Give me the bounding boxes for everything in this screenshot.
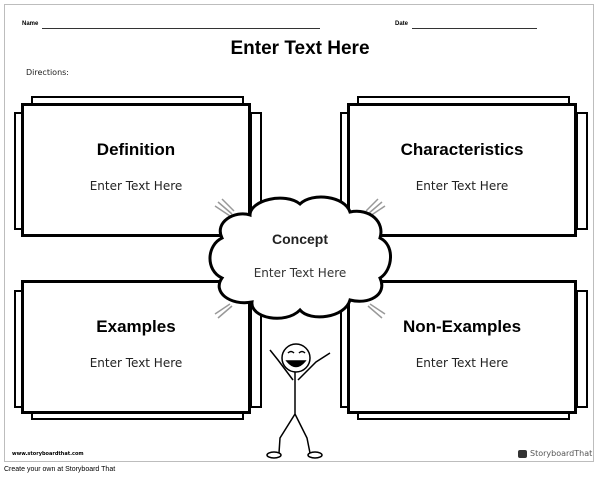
concept-text[interactable]: Enter Text Here [253,266,347,280]
footer-url[interactable]: www.storyboardthat.com [12,451,84,457]
name-line[interactable] [42,28,320,29]
box-heading: Characteristics [400,140,524,159]
logo-icon [518,449,527,458]
date-line[interactable] [412,28,537,29]
storyboardthat-logo[interactable]: StoryboardThat [518,449,592,458]
date-label: Date [395,21,409,27]
logo-text: StoryboardThat [530,449,593,458]
stick-figure-icon [266,343,331,459]
box-heading: Definition [96,140,176,159]
box-heading: Examples [96,317,176,336]
name-label: Name [22,21,39,27]
burst-lines-icon [214,198,386,319]
box-text[interactable]: Enter Text Here [89,356,183,370]
directions-label[interactable]: Directions: [26,68,70,77]
box-text[interactable]: Enter Text Here [415,179,509,193]
box-text[interactable]: Enter Text Here [89,179,183,193]
box-text[interactable]: Enter Text Here [415,356,509,370]
concept-heading: Concept [272,231,328,247]
box-side-plate [576,112,588,230]
footer-caption[interactable]: Create your own at Storyboard That [4,466,116,473]
cloud-icon [208,195,392,320]
box-heading: Non-Examples [402,317,522,336]
page-title[interactable]: Enter Text Here [230,38,370,59]
box-side-plate [576,290,588,408]
